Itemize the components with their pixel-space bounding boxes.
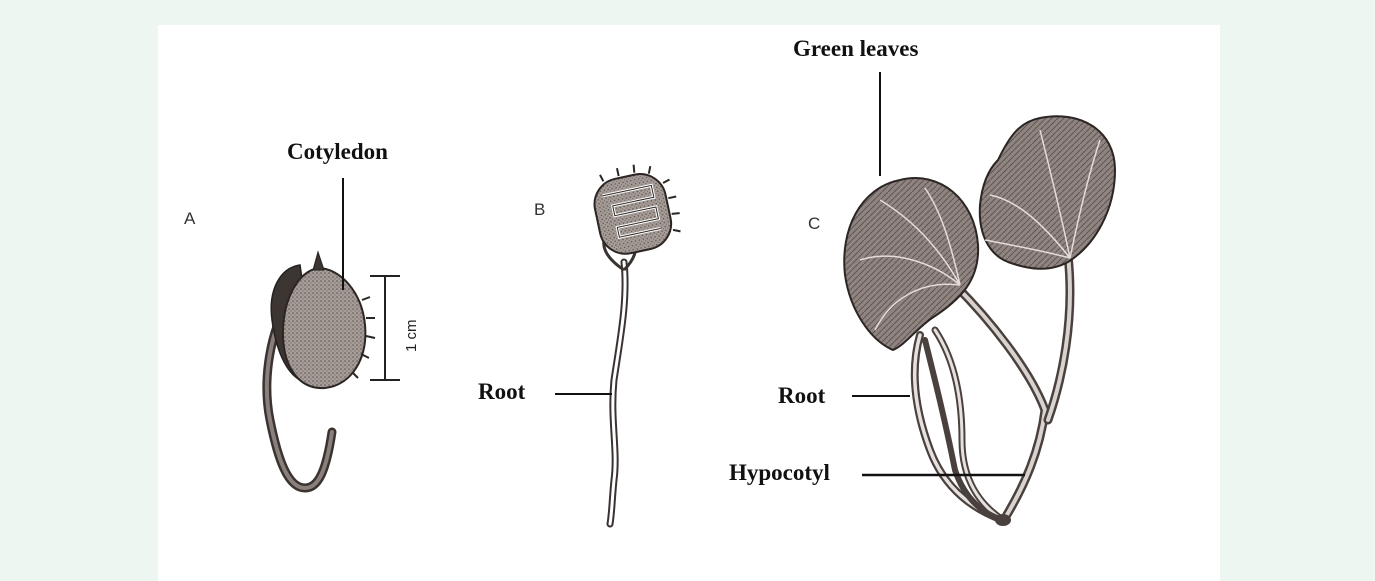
seedling-a-cotyledon: [283, 268, 365, 388]
root-c-label: Root: [778, 384, 825, 407]
hypocotyl-label: Hypocotyl: [729, 461, 830, 484]
seedling-a: 1 cm: [267, 178, 420, 488]
green-leaves-label: Green leaves: [793, 37, 918, 60]
seedling-b: [555, 157, 686, 524]
panel-letter-b: B: [534, 201, 545, 218]
root-b-label: Root: [478, 380, 525, 403]
cotyledon-label: Cotyledon: [287, 140, 388, 163]
panel-letter-a: A: [184, 210, 195, 227]
seedling-c-leaf-right: [980, 116, 1115, 269]
panel-letter-c: C: [808, 215, 820, 232]
scale-bar: 1 cm: [370, 276, 420, 380]
seedling-c-leaf-left: [844, 178, 978, 350]
seedling-c: [844, 72, 1115, 526]
scale-bar-label: 1 cm: [403, 319, 420, 352]
